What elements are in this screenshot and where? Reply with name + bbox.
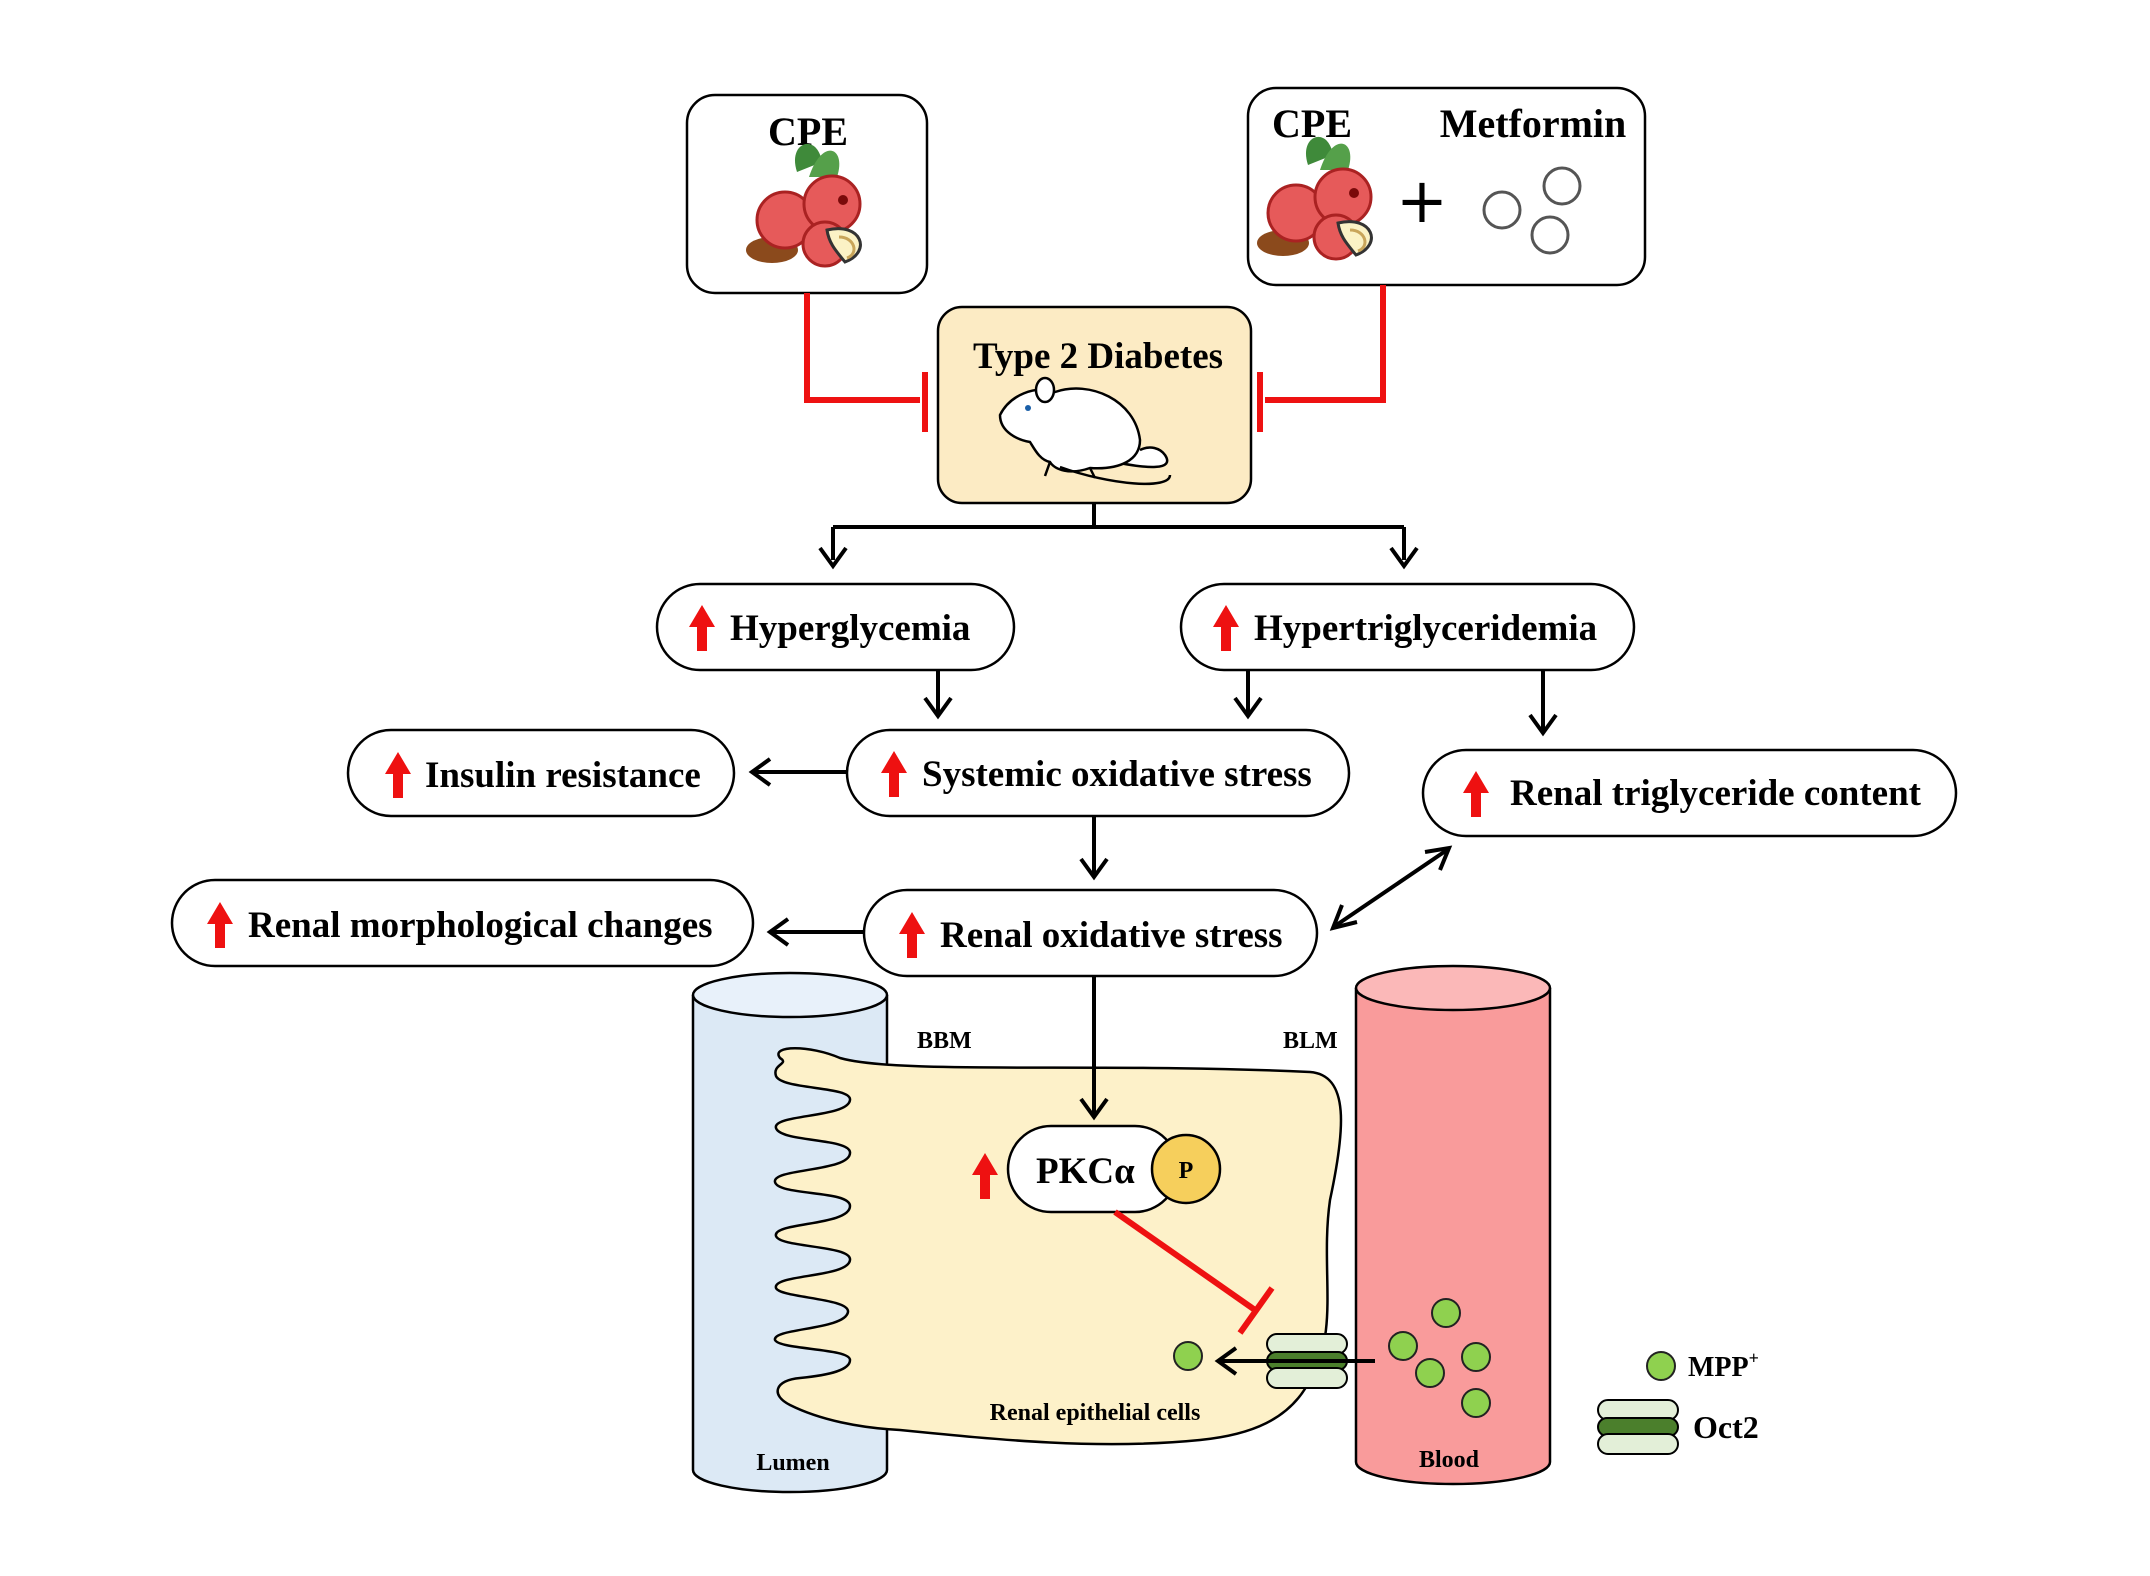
phospho-label: P <box>1179 1158 1194 1184</box>
disease-label: Type 2 Diabetes <box>973 336 1223 377</box>
mouse-icon <box>998 376 1172 486</box>
renal-epithelial-cells-label: Renal epithelial cells <box>990 1400 1201 1426</box>
legend-mpp-label: MPP+ <box>1688 1348 1759 1383</box>
metformin-pill-icon <box>1482 166 1582 255</box>
phospho-circle <box>1150 1133 1222 1205</box>
bbm-label: BBM <box>917 1028 972 1054</box>
blm-label: BLM <box>1283 1028 1338 1054</box>
systemic-oxidative-stress-pill: Systemic oxidative stress <box>845 728 1351 818</box>
disease-split-arrows <box>831 503 1406 560</box>
renal-morphological-label: Renal morphological changes <box>248 905 713 946</box>
row1-arrows <box>923 670 1558 737</box>
arrowhead <box>818 546 848 570</box>
lumen-label: Lumen <box>756 1450 829 1476</box>
renal-to-pkc-arrow <box>1079 976 1109 1121</box>
pkc-label: PKCα <box>1036 1151 1135 1192</box>
systemic-oxidative-stress-label: Systemic oxidative stress <box>922 754 1312 795</box>
hypertriglyceridemia-pill: Hypertriglyceridemia <box>1179 582 1636 672</box>
hypertriglyceridemia-label: Hypertriglyceridemia <box>1254 608 1597 649</box>
mpp-uptake-arrow <box>1214 1346 1375 1376</box>
insulin-resistance-label: Insulin resistance <box>425 755 701 796</box>
blood-vessel-cylinder: Blood <box>1354 964 1552 1486</box>
renal-epithelial-cell: BBM BLM Renal epithelial cells <box>773 1028 1343 1446</box>
inhibition-cpe <box>804 293 928 432</box>
renal-oxidative-stress-label: Renal oxidative stress <box>940 915 1283 956</box>
type2-diabetes-box: Type 2 Diabetes <box>936 305 1253 505</box>
mpp-molecule <box>1461 1342 1491 1372</box>
mpp-molecule <box>1461 1388 1491 1418</box>
legend-mpp-swatch <box>1646 1351 1676 1381</box>
mpp-molecule <box>1415 1358 1445 1388</box>
metformin-label: Metformin <box>1440 101 1627 146</box>
blood-label: Blood <box>1419 1447 1480 1473</box>
systemic-to-insulin-arrow <box>748 757 847 787</box>
legend: MPP+ Oct2 <box>1597 1348 1759 1455</box>
renal-oxidative-stress-pill: Renal oxidative stress <box>862 888 1319 978</box>
plus-sign: + <box>1396 164 1448 237</box>
systemic-to-renal-arrow <box>1079 816 1109 881</box>
mpp-molecules <box>1173 1298 1491 1418</box>
pkc-alpha-node: PKCα P <box>972 1124 1222 1214</box>
hyperglycemia-label: Hyperglycemia <box>730 608 970 649</box>
mpp-molecule <box>1388 1331 1418 1361</box>
legend-oct2-swatch <box>1597 1399 1679 1455</box>
mpp-molecule <box>1173 1341 1203 1371</box>
mpp-molecule <box>1431 1298 1461 1328</box>
renal-to-morphological-arrow <box>766 917 864 947</box>
arrowhead <box>1389 546 1419 570</box>
combo-cpe-label: CPE <box>1272 101 1352 146</box>
inhibition-cpe-metformin <box>1257 285 1386 432</box>
cpe-metformin-treatment-box: CPE Metformin + <box>1246 86 1647 287</box>
hyperglycemia-pill: Hyperglycemia <box>655 582 1016 672</box>
cpe-treatment-box: CPE <box>685 93 929 295</box>
renal-triglyceride-pill: Renal triglyceride content <box>1421 748 1958 838</box>
bidirectional-arrow <box>1329 845 1453 931</box>
insulin-resistance-pill: Insulin resistance <box>346 728 736 818</box>
renal-morphological-pill: Renal morphological changes <box>170 878 755 968</box>
legend-oct2-label: Oct2 <box>1693 1409 1759 1445</box>
pkc-inhibits-oct2 <box>1113 1209 1275 1335</box>
renal-triglyceride-label: Renal triglyceride content <box>1510 773 1922 814</box>
